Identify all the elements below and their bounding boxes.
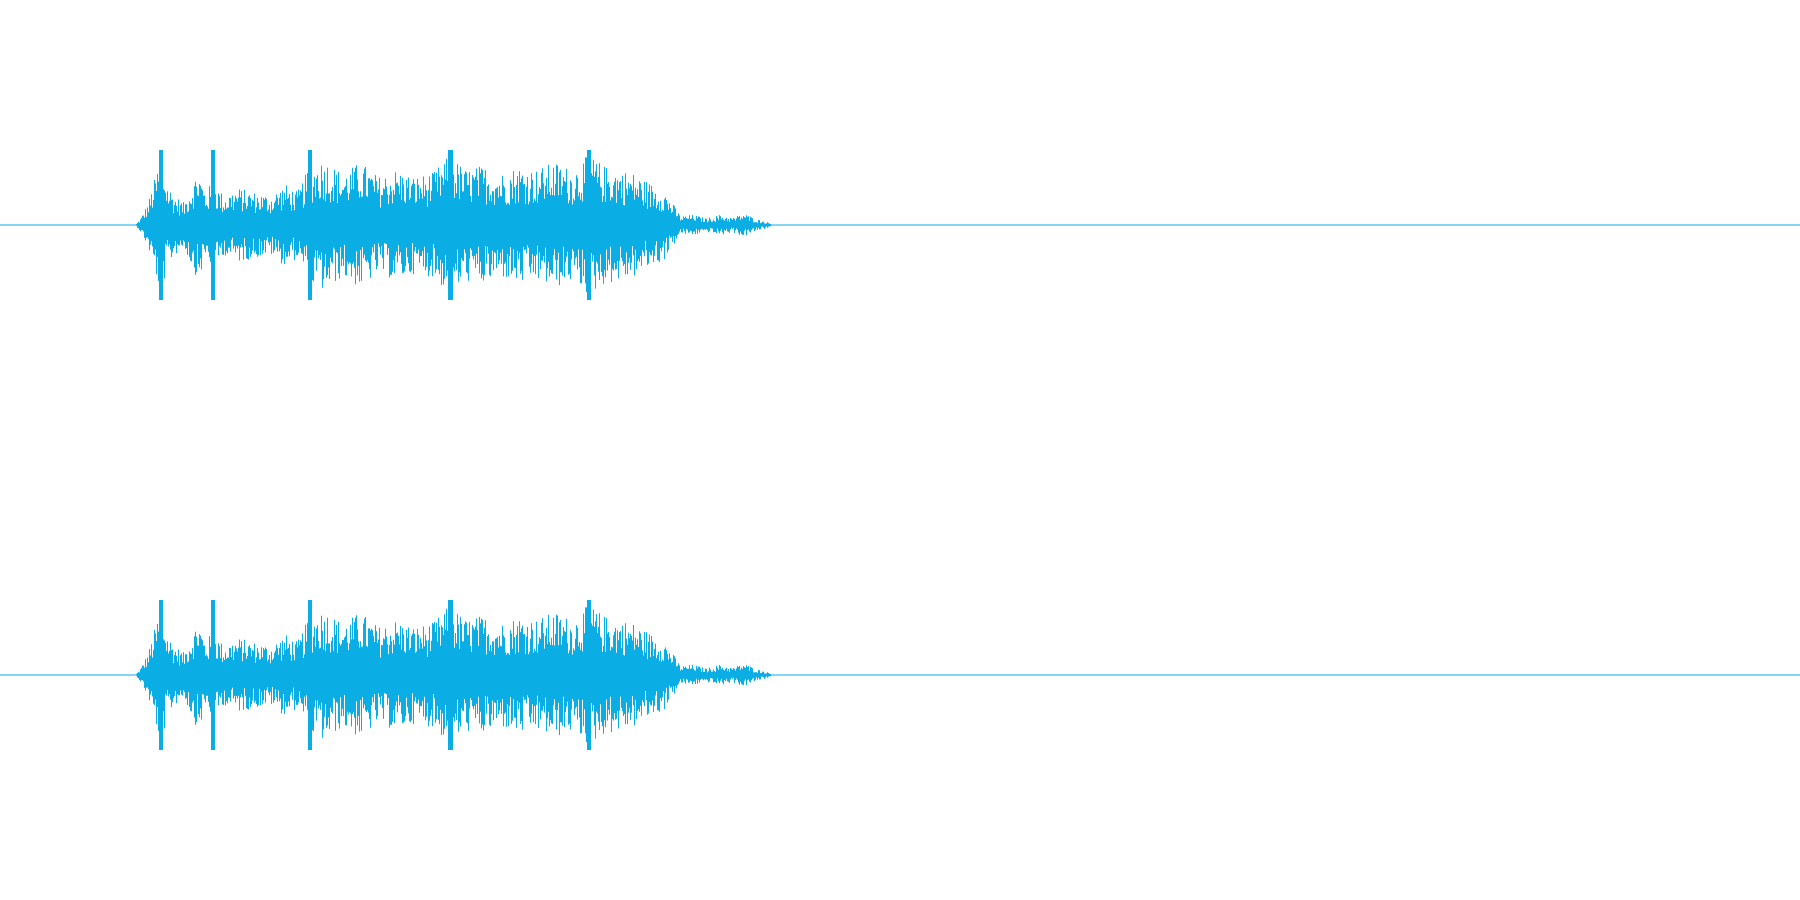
channel-left-waveform (136, 150, 774, 300)
channel-left[interactable] (0, 150, 1800, 300)
channel-right[interactable] (0, 600, 1800, 750)
channel-right-waveform (136, 600, 774, 750)
